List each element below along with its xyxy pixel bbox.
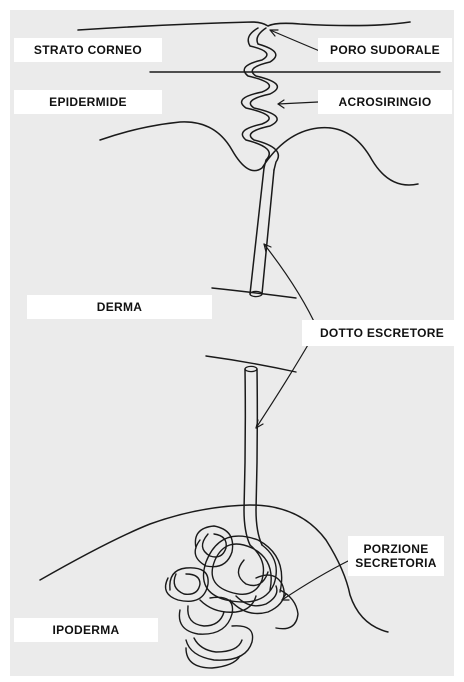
leader-lines xyxy=(256,30,350,600)
label-ipoderma: IPODERMA xyxy=(14,618,158,642)
duct-lower-right xyxy=(256,369,262,545)
label-acrosiringio: ACROSIRINGIO xyxy=(318,90,452,114)
label-dotto-escretore: DOTTO ESCRETORE xyxy=(302,320,462,346)
label-porzione-line2: SECRETORIA xyxy=(355,556,436,570)
label-strato-corneo: STRATO CORNEO xyxy=(14,38,162,62)
acrosyringium-inner xyxy=(250,28,278,170)
leader-dotto-lower xyxy=(256,338,312,428)
duct-upper-left xyxy=(250,168,264,294)
duct-upper-right xyxy=(262,170,274,294)
dermis-cut-lower xyxy=(206,356,296,372)
secretory-coil xyxy=(166,526,298,668)
leader-poro xyxy=(270,30,322,52)
dermo-epidermal-junction xyxy=(100,122,418,185)
duct-lower-left xyxy=(244,369,250,545)
leader-acro xyxy=(278,102,318,104)
leader-dotto-upper xyxy=(264,244,318,330)
label-derma: DERMA xyxy=(27,295,212,319)
label-porzione-line1: PORZIONE xyxy=(363,542,428,556)
skin-surface-line xyxy=(78,22,410,30)
label-epidermide: EPIDERMIDE xyxy=(14,90,162,114)
hypodermis-dome xyxy=(40,505,388,632)
duct-cut-bottom xyxy=(245,366,257,371)
label-poro-sudorale: PORO SUDORALE xyxy=(318,38,452,62)
label-porzione-secretoria: PORZIONE SECRETORIA xyxy=(348,536,444,576)
